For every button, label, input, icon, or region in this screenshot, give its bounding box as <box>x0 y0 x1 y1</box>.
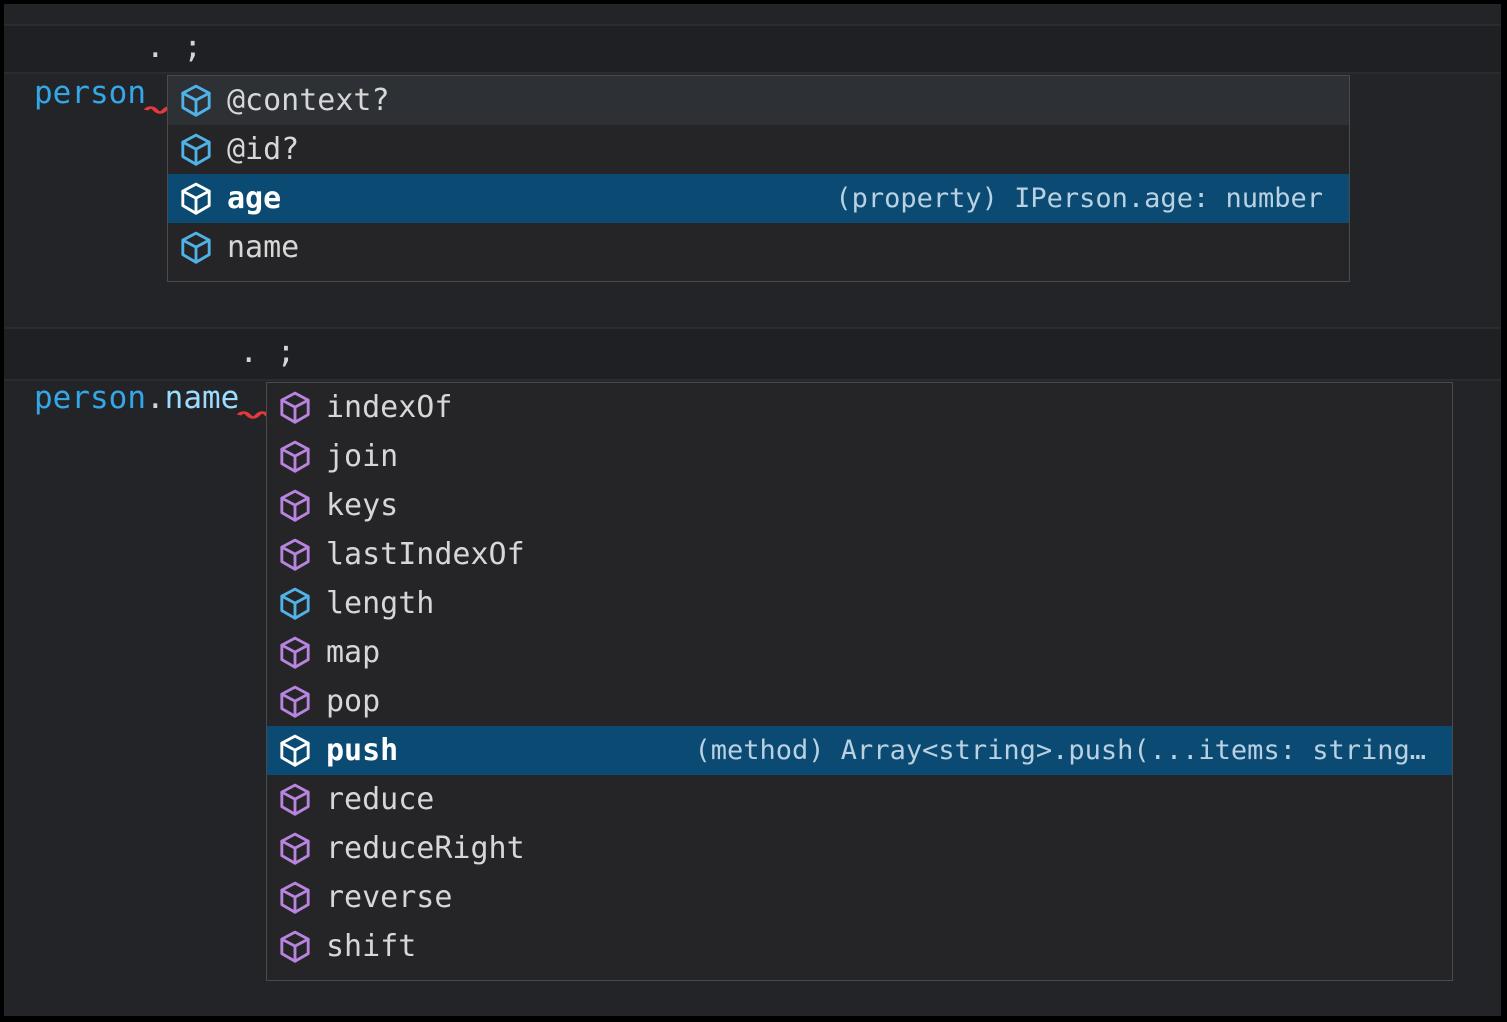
suggest-item-label: reduceRight <box>326 831 525 866</box>
suggest-item-label: name <box>227 230 300 265</box>
symbol-property-icon <box>179 133 213 167</box>
editor[interactable]: person. ; person.name. ; @context? @id? … <box>4 4 1501 1016</box>
suggest-item-reverse[interactable]: reverse <box>267 873 1452 922</box>
suggest-item-detail: (method) Array<string>.push(...items: st… <box>694 735 1427 766</box>
code-token: person <box>34 380 146 416</box>
suggest-item-pop[interactable]: pop <box>267 677 1452 726</box>
suggest-item-label: push <box>326 733 399 768</box>
suggest-item-detail: (property) IPerson.age: number <box>835 183 1323 214</box>
code-token: . <box>145 380 165 416</box>
symbol-method-icon <box>278 881 312 915</box>
suggest-widget: @context? @id? age (property) IPerson.age… <box>167 75 1350 282</box>
current-line-highlight <box>4 24 1501 74</box>
suggest-item-join[interactable]: join <box>267 432 1452 481</box>
symbol-method-icon <box>278 685 312 719</box>
suggest-item-reduceright[interactable]: reduceRight <box>267 824 1452 873</box>
suggest-item-reduce[interactable]: reduce <box>267 775 1452 824</box>
suggest-item-label: lastIndexOf <box>326 537 525 572</box>
suggest-item-label: reduce <box>326 782 435 817</box>
suggest-item-label: indexOf <box>326 390 453 425</box>
suggest-item-label: keys <box>326 488 399 523</box>
suggest-item-map[interactable]: map <box>267 628 1452 677</box>
suggest-item-label: reverse <box>326 880 453 915</box>
symbol-method-icon <box>278 636 312 670</box>
symbol-method-icon <box>278 783 312 817</box>
symbol-property-icon <box>278 587 312 621</box>
symbol-method-icon <box>278 832 312 866</box>
suggest-item-length[interactable]: length <box>267 579 1452 628</box>
symbol-method-icon <box>278 734 312 768</box>
suggest-item-label: shift <box>326 929 417 964</box>
symbol-method-icon <box>278 489 312 523</box>
suggest-item-label: age <box>227 181 282 216</box>
suggest-widget: indexOf join keys lastIndexOf length map… <box>266 382 1453 981</box>
suggest-item-lastindexof[interactable]: lastIndexOf <box>267 530 1452 579</box>
symbol-property-icon <box>179 182 213 216</box>
symbol-method-icon <box>278 538 312 572</box>
symbol-method-icon <box>278 391 312 425</box>
suggest-item-label: length <box>326 586 435 621</box>
code-token: name <box>164 380 240 416</box>
symbol-property-icon <box>179 231 213 265</box>
suggest-item-label: @id? <box>227 132 300 167</box>
symbol-property-icon <box>179 84 213 118</box>
suggest-item-age[interactable]: age (property) IPerson.age: number <box>168 174 1349 223</box>
current-line-highlight <box>4 327 1501 381</box>
symbol-method-icon <box>278 440 312 474</box>
suggest-item-label: join <box>326 439 399 474</box>
suggest-item-label: map <box>326 635 381 670</box>
suggest-item-label: @context? <box>227 83 390 118</box>
suggest-item--id-[interactable]: @id? <box>168 125 1349 174</box>
code-token: person <box>34 75 146 111</box>
suggest-item--context-[interactable]: @context? <box>168 76 1349 125</box>
suggest-item-indexof[interactable]: indexOf <box>267 383 1452 432</box>
suggest-item-name[interactable]: name <box>168 223 1349 272</box>
suggest-item-push[interactable]: push (method) Array<string>.push(...items… <box>267 726 1452 775</box>
symbol-method-icon <box>278 930 312 964</box>
suggest-item-shift[interactable]: shift <box>267 922 1452 971</box>
suggest-item-keys[interactable]: keys <box>267 481 1452 530</box>
suggest-item-label: pop <box>326 684 381 719</box>
